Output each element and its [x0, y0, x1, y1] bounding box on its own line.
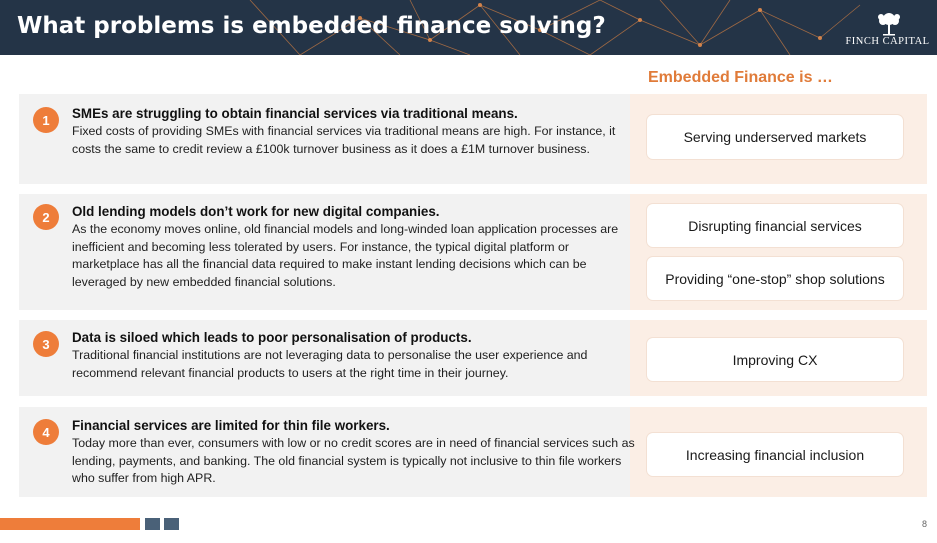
outcome-serving-underserved: Serving underserved markets	[647, 115, 903, 159]
problem-text: Data is siloed which leads to poor perso…	[72, 329, 644, 382]
tree-logo-icon	[878, 13, 900, 36]
page-title: What problems is embedded finance solvin…	[17, 13, 606, 39]
number-badge: 1	[33, 107, 59, 133]
header-banner: What problems is embedded finance solvin…	[0, 0, 937, 55]
footer-square-2	[164, 518, 179, 530]
outcome-financial-inclusion: Increasing financial inclusion	[647, 433, 903, 476]
problem-text: Financial services are limited for thin …	[72, 417, 637, 488]
page-number: 8	[922, 519, 928, 529]
problem-heading: Data is siloed which leads to poor perso…	[72, 330, 472, 345]
problem-row-2: 2 Old lending models don’t work for new …	[19, 194, 927, 310]
problem-row-3: 3 Data is siloed which leads to poor per…	[19, 320, 927, 396]
logo-wordmark: FINCH CAPITAL	[845, 36, 930, 47]
problem-body: Today more than ever, consumers with low…	[72, 436, 635, 486]
problem-row-4: 4 Financial services are limited for thi…	[19, 407, 927, 497]
problem-text: Old lending models don’t work for new di…	[72, 203, 637, 291]
footer-square-1	[145, 518, 160, 530]
finch-capital-logo: FINCH CAPITAL	[840, 12, 935, 50]
embedded-finance-heading: Embedded Finance is …	[648, 69, 833, 86]
problem-heading: Old lending models don’t work for new di…	[72, 204, 440, 219]
problem-body: Traditional financial institutions are n…	[72, 348, 588, 380]
problem-heading: SMEs are struggling to obtain financial …	[72, 106, 518, 121]
footer-accent-bar	[0, 518, 140, 530]
problem-heading: Financial services are limited for thin …	[72, 418, 390, 433]
network-lines-decoration	[249, 0, 861, 55]
problem-body: As the economy moves online, old financi…	[72, 222, 619, 289]
problem-row-1: 1 SMEs are struggling to obtain financia…	[19, 94, 927, 184]
problem-text: SMEs are struggling to obtain financial …	[72, 105, 637, 158]
number-badge: 2	[33, 204, 59, 230]
outcome-improving-cx: Improving CX	[647, 338, 903, 381]
outcome-disrupting-financial-services: Disrupting financial services	[647, 204, 903, 247]
number-badge: 3	[33, 331, 59, 357]
number-badge: 4	[33, 419, 59, 445]
problem-body: Fixed costs of providing SMEs with finan…	[72, 124, 616, 156]
outcome-one-stop-shop: Providing “one-stop” shop solutions	[647, 257, 903, 300]
